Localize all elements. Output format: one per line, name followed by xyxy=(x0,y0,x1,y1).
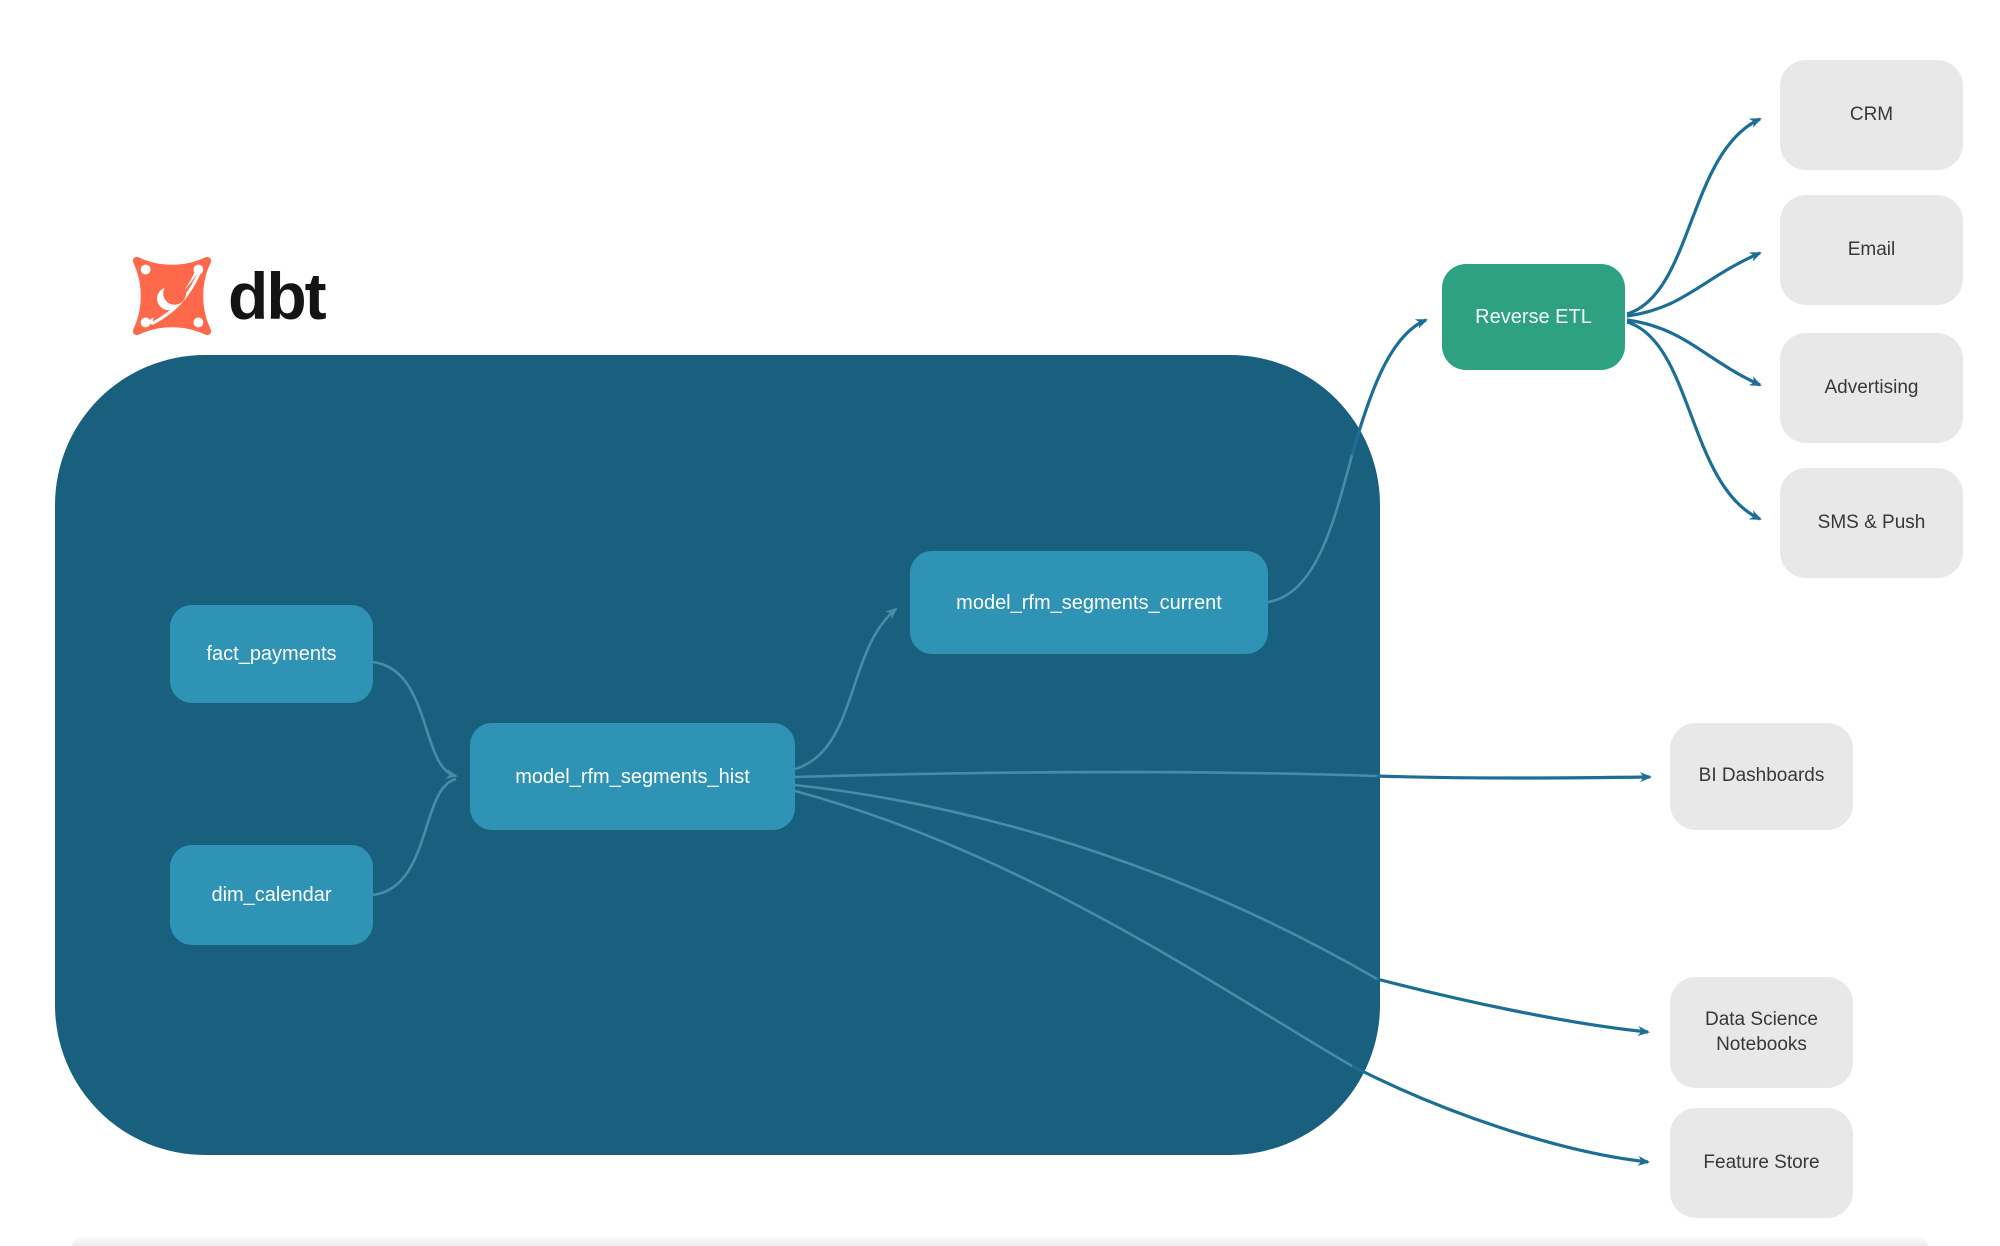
node-dim-calendar: dim_calendar xyxy=(170,845,373,945)
node-model-rfm-segments-current: model_rfm_segments_current xyxy=(910,551,1268,654)
edge-reverse-etl-to-email xyxy=(1626,251,1762,318)
node-bi-dashboards: BI Dashboards xyxy=(1670,723,1853,830)
node-crm-label: CRM xyxy=(1849,103,1894,125)
node-email: Email xyxy=(1780,195,1963,305)
node-feature-store-label: Feature Store xyxy=(1703,1151,1820,1173)
node-reverse-etl-label: Reverse ETL xyxy=(1475,306,1592,328)
node-fact-payments-label: fact_payments xyxy=(206,643,337,665)
node-bi-dashboards-label: BI Dashboards xyxy=(1698,765,1825,787)
node-crm: CRM xyxy=(1780,60,1963,170)
dbt-star-icon xyxy=(132,256,212,336)
edge-hist-to-bi-outside xyxy=(1376,772,1652,783)
node-data-science-notebooks-label: Data Science Notebooks xyxy=(1704,1008,1818,1055)
node-feature-store: Feature Store xyxy=(1670,1108,1853,1218)
edge-hist-to-notebooks-outside xyxy=(1376,977,1650,1036)
node-data-science-notebooks: Data Science Notebooks xyxy=(1670,977,1853,1088)
dbt-wordmark: dbt xyxy=(228,259,327,333)
dbt-logo: dbt xyxy=(126,252,327,340)
node-model-rfm-segments-current-label: model_rfm_segments_current xyxy=(956,591,1222,614)
node-model-rfm-segments-hist-label: model_rfm_segments_hist xyxy=(515,765,750,788)
edge-hist-to-feature-store-outside xyxy=(1351,1064,1650,1166)
edge-reverse-etl-to-sms-push xyxy=(1626,320,1762,521)
edge-reverse-etl-to-advertising xyxy=(1626,318,1762,387)
node-dim-calendar-label: dim_calendar xyxy=(211,884,332,906)
bottom-page-edge xyxy=(72,1237,1928,1246)
edge-current-to-reverse-etl-outside xyxy=(1350,318,1428,456)
node-sms-push-label: SMS & Push xyxy=(1817,511,1926,533)
node-reverse-etl: Reverse ETL xyxy=(1442,264,1625,370)
node-advertising: Advertising xyxy=(1780,333,1963,443)
node-advertising-label: Advertising xyxy=(1824,376,1919,398)
node-model-rfm-segments-hist: model_rfm_segments_hist xyxy=(470,723,795,830)
node-fact-payments: fact_payments xyxy=(170,605,373,703)
edge-reverse-etl-to-crm xyxy=(1626,117,1762,316)
node-email-label: Email xyxy=(1847,238,1896,260)
node-sms-push: SMS & Push xyxy=(1780,468,1963,578)
